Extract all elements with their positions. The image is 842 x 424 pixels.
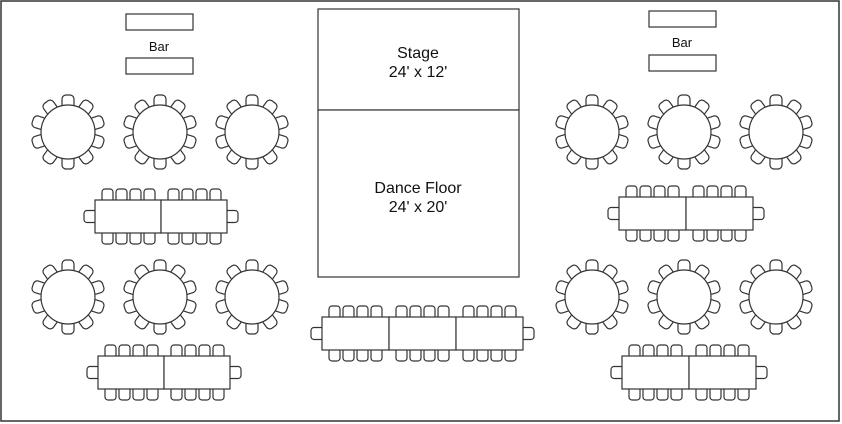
- banquet-table-top: [685, 196, 754, 231]
- banquet-table-top: [321, 316, 390, 351]
- round-table: [123, 259, 197, 335]
- round-table-top: [656, 104, 712, 160]
- banquet-table-top: [94, 199, 162, 234]
- round-table-top: [748, 269, 804, 325]
- bar-label: Bar: [672, 35, 693, 50]
- round-table-top: [656, 269, 712, 325]
- round-table-top: [40, 104, 96, 160]
- round-table: [215, 259, 289, 335]
- round-table: [739, 259, 813, 335]
- round-table: [555, 94, 629, 170]
- banquet-table-group: [310, 305, 535, 362]
- round-table-top: [132, 269, 188, 325]
- tables-layer: [31, 94, 813, 401]
- round-table-top: [132, 104, 188, 160]
- banquet-table-top: [688, 355, 757, 390]
- bar-counter: [125, 57, 194, 75]
- round-table-top: [564, 104, 620, 160]
- round-table: [647, 94, 721, 170]
- stage-title: Stage: [397, 45, 439, 62]
- round-table-top: [224, 269, 280, 325]
- bar-right: Bar: [648, 10, 717, 72]
- round-table-top: [748, 104, 804, 160]
- stage: Stage 24' x 12': [317, 8, 520, 111]
- round-table: [555, 259, 629, 335]
- dance-floor-area: [317, 109, 520, 278]
- banquet-table-group: [607, 185, 765, 242]
- round-table-top: [564, 269, 620, 325]
- banquet-table-top: [97, 355, 165, 390]
- round-table-top: [224, 104, 280, 160]
- banquet-table-group: [83, 188, 239, 245]
- round-table: [215, 94, 289, 170]
- dance-floor-title: Dance Floor: [374, 180, 462, 197]
- banquet-table-top: [621, 355, 690, 390]
- round-table: [123, 94, 197, 170]
- dance-floor: Dance Floor 24' x 20': [317, 109, 520, 278]
- bar-left: Bar: [125, 13, 194, 75]
- stage-size: 24' x 12': [389, 64, 448, 81]
- banquet-table-group: [610, 344, 768, 401]
- banquet-table-top: [163, 355, 231, 390]
- bar-counter: [125, 13, 194, 31]
- round-table: [31, 259, 105, 335]
- banquet-table-top: [455, 316, 524, 351]
- banquet-table-group: [86, 344, 242, 401]
- banquet-table-top: [160, 199, 228, 234]
- round-table: [31, 94, 105, 170]
- stage-area: [317, 8, 520, 111]
- bar-counter: [648, 54, 717, 72]
- banquet-table-top: [388, 316, 457, 351]
- round-table: [739, 94, 813, 170]
- round-table: [647, 259, 721, 335]
- round-table-top: [40, 269, 96, 325]
- dance-floor-size: 24' x 20': [389, 199, 448, 216]
- banquet-table-top: [618, 196, 687, 231]
- bar-label: Bar: [149, 39, 170, 54]
- bar-counter: [648, 10, 717, 28]
